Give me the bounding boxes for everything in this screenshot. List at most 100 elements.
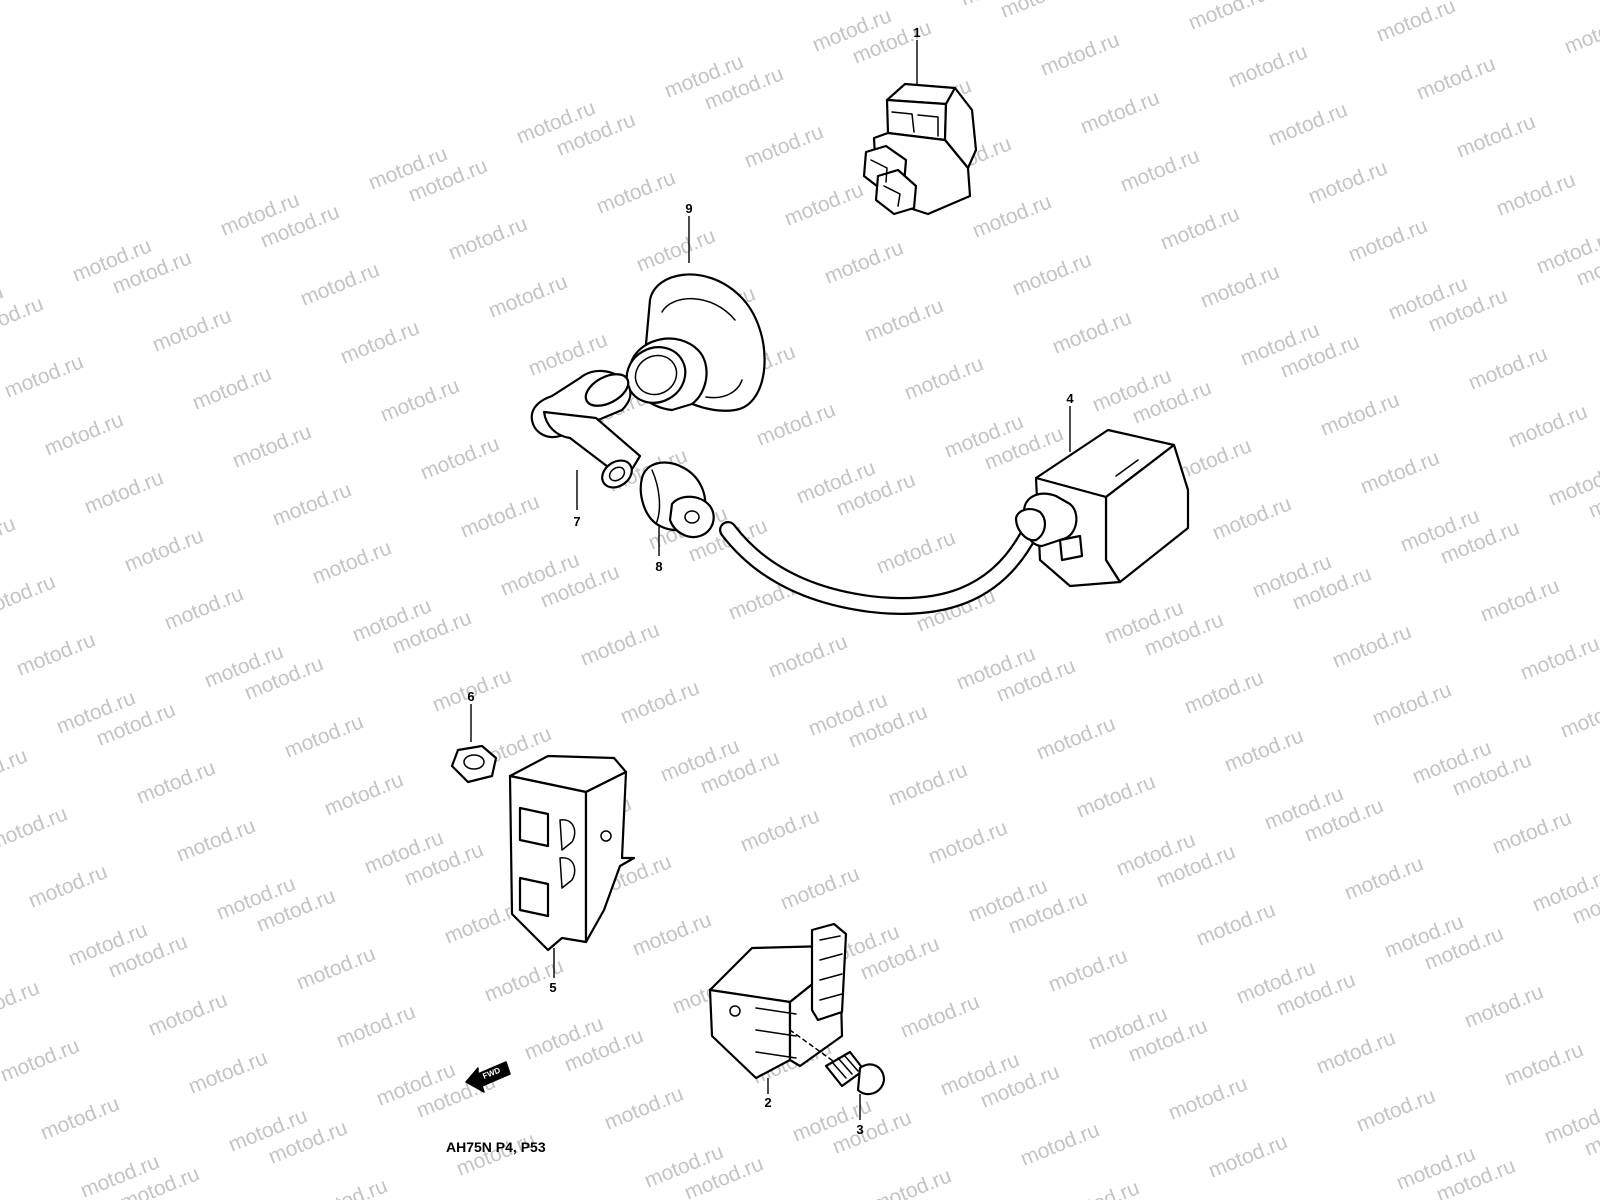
watermark-text: motod.ru (1049, 306, 1134, 358)
watermark-text: motod.ru (1465, 342, 1550, 394)
watermark-text: motod.ru (189, 362, 274, 414)
watermark-text: motod.ru (25, 860, 110, 912)
watermark-text: motod.ru (173, 814, 258, 866)
watermark-text: motod.ru (293, 942, 378, 994)
watermark-text: motod.ru (1117, 144, 1202, 196)
watermark-text: motod.ru (417, 432, 502, 484)
watermark-text: motod.ru (1413, 52, 1498, 104)
watermark-text: motod.ru (1521, 0, 1600, 1)
watermark-text: motod.ru (1329, 620, 1414, 672)
watermark-text: motod.ru (1353, 1084, 1438, 1136)
callout-3: 3 (856, 1122, 863, 1137)
watermark-text: motod.ru (1037, 28, 1122, 80)
high-tension-lead (719, 521, 1039, 615)
watermark-text: motod.ru (1373, 0, 1458, 47)
watermark-text: motod.ru (121, 524, 206, 576)
part-6-nut: 6 (450, 689, 498, 784)
watermark-text: motod.ru (0, 570, 59, 622)
watermark-text: motod.ru (1461, 980, 1546, 1032)
fwd-arrow-icon: FWD (465, 1061, 511, 1093)
watermark-text: motod.ru (0, 802, 71, 854)
watermark-text: motod.ru (1517, 632, 1600, 684)
watermark-text: motod.ru (0, 744, 31, 796)
watermark-text: motod.ru (1181, 666, 1266, 718)
watermark-text: motod.ru (765, 630, 850, 682)
watermark-text: motod.ru (781, 178, 866, 230)
watermark-text: motod.ru (309, 536, 394, 588)
watermark-text: motod.ru (1185, 0, 1270, 35)
watermark-text: motod.ru (629, 908, 714, 960)
watermark-text: motod.ru (1073, 770, 1158, 822)
watermark-text: motod.ru (1017, 1118, 1102, 1170)
watermark-text: motod.ru (37, 1092, 122, 1144)
watermark-text: motod.ru (269, 478, 354, 530)
watermark-text: motod.ru (297, 258, 382, 310)
watermark-text: motod.ru (1009, 248, 1094, 300)
part-3-screw: 3 (789, 1029, 886, 1137)
watermark-text: motod.ru (1505, 400, 1590, 452)
watermark-text: motod.ru (1357, 446, 1442, 498)
watermark-text: motod.ru (873, 526, 958, 578)
watermark-text: motod.ru (1221, 724, 1306, 776)
watermark-text: motod.ru (1501, 1038, 1586, 1090)
watermark-text: motod.ru (925, 816, 1010, 868)
part-5-cdi-unit: 5 (508, 754, 636, 995)
watermark-text: motod.ru (1317, 388, 1402, 440)
watermark-text: motod.ru (485, 270, 570, 322)
watermark-text: motod.ru (305, 1174, 390, 1200)
watermark-text: motod.ru (337, 316, 422, 368)
watermark-text: motod.ru (333, 1000, 418, 1052)
watermark-text: motod.ru (741, 120, 826, 172)
watermark-text: motod.ru (1453, 110, 1538, 162)
callout-8: 8 (655, 559, 662, 574)
watermark-text: motod.ru (1193, 898, 1278, 950)
watermark-text: motod.ru (81, 466, 166, 518)
watermark-text: motod.ru (601, 1082, 686, 1134)
watermark-text: motod.ru (869, 1164, 954, 1200)
watermark-text: motod.ru (1369, 678, 1454, 730)
watermark-text: motod.ru (737, 804, 822, 856)
part-7-plug-cap: 7 (530, 369, 642, 529)
watermark-text: motod.ru (777, 862, 862, 914)
watermark-text: motod.ru (1, 350, 86, 402)
watermark-text: motod.ru (377, 374, 462, 426)
part-9-grommet: 9 (625, 201, 766, 412)
watermark-text: motod.ru (1561, 6, 1600, 58)
watermark-text: motod.ru (1341, 852, 1426, 904)
part-2-regulator: 2 (708, 922, 848, 1110)
watermark-text: motod.ru (145, 988, 230, 1040)
watermark-text: motod.ru (321, 768, 406, 820)
watermark-text: motod.ru (1265, 98, 1350, 150)
watermark-text: motod.ru (0, 292, 47, 344)
watermark-text: motod.ru (0, 976, 43, 1028)
watermark-text: motod.ru (1209, 492, 1294, 544)
watermark-text: motod.ru (1313, 1026, 1398, 1078)
watermark-text: motod.ru (753, 398, 838, 450)
watermark-text: motod.ru (0, 1034, 83, 1086)
watermark-text: motod.ru (1477, 574, 1562, 626)
watermark-text: motod.ru (1305, 156, 1390, 208)
watermark-text: motod.ru (885, 758, 970, 810)
watermark-text: motod.ru (161, 582, 246, 634)
callout-9: 9 (685, 201, 692, 216)
watermark-text: motod.ru (457, 490, 542, 542)
watermark-text: motod.ru (1057, 1176, 1142, 1200)
watermark-text: motod.ru (969, 190, 1054, 242)
watermark-text: motod.ru (13, 628, 98, 680)
watermark-text: motod.ru (185, 1046, 270, 1098)
watermark-text: motod.ru (1557, 690, 1600, 742)
watermark-text: motod.ru (821, 236, 906, 288)
part-4-ignition-coil: 4 (1014, 391, 1190, 588)
watermark-text: motod.ru (1157, 202, 1242, 254)
watermark-text: motod.ru (861, 294, 946, 346)
watermark-text: motod.ru (149, 304, 234, 356)
watermark-text: motod.ru (0, 512, 19, 564)
watermark-text: motod.ru (897, 990, 982, 1042)
watermark-text: motod.ru (133, 756, 218, 808)
callout-6: 6 (467, 689, 474, 704)
watermark-text: motod.ru (1345, 214, 1430, 266)
watermark-text: motod.ru (901, 352, 986, 404)
callout-2: 2 (764, 1095, 771, 1110)
watermark-text: motod.ru (445, 212, 530, 264)
watermark-text: motod.ru (593, 166, 678, 218)
